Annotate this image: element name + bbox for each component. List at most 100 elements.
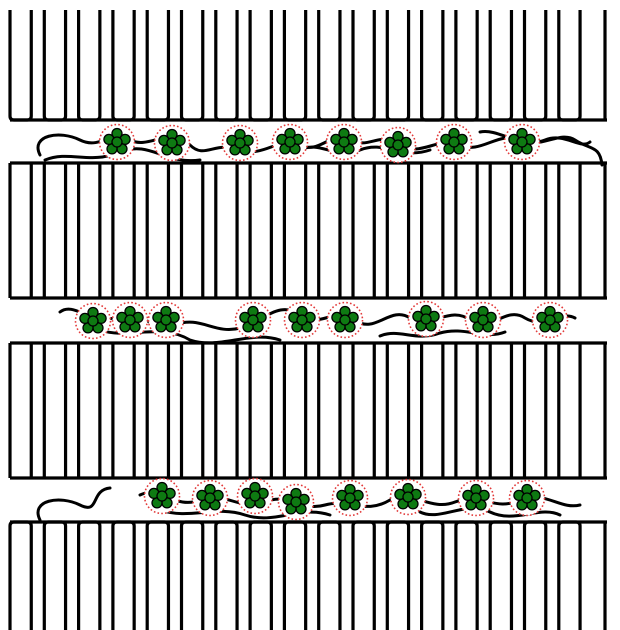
brush-strand xyxy=(353,163,374,298)
brush-strand xyxy=(559,343,580,478)
brush-strand xyxy=(44,343,65,478)
brush-strand xyxy=(250,343,271,478)
brush-strand xyxy=(456,10,477,120)
brush-strand xyxy=(216,343,237,478)
nanoparticle-cluster xyxy=(193,481,228,516)
brush-strand xyxy=(525,10,546,120)
brush-strand xyxy=(113,10,134,120)
brush-strand xyxy=(216,522,237,630)
nanoparticle-cluster xyxy=(459,481,494,516)
particle-bead xyxy=(125,315,135,325)
nanoparticle-cluster xyxy=(223,126,258,161)
particle-bead xyxy=(471,493,481,503)
brush-strand xyxy=(490,522,511,630)
brush-strand xyxy=(113,343,134,478)
brush-strand xyxy=(79,10,100,120)
brush-strand xyxy=(422,343,443,478)
brush-strand xyxy=(250,522,271,630)
brush-strand xyxy=(422,163,443,298)
brush-strand xyxy=(319,343,340,478)
nanoparticle-clusters xyxy=(76,125,568,520)
nanoparticle-cluster xyxy=(333,481,368,516)
particle-bead xyxy=(291,497,301,507)
particle-bead xyxy=(161,315,171,325)
brush-strand xyxy=(113,522,134,630)
brush-strand xyxy=(284,522,305,630)
brush-strand xyxy=(216,10,237,120)
brush-strand xyxy=(79,163,100,298)
particle-bead xyxy=(250,491,260,501)
brush-strand xyxy=(319,163,340,298)
brush-strand xyxy=(250,163,271,298)
nanoparticle-cluster xyxy=(327,125,362,160)
brush-strand xyxy=(456,522,477,630)
nanoparticle-cluster xyxy=(279,485,314,520)
brush-strand xyxy=(10,343,31,478)
brush-strand xyxy=(353,10,374,120)
brush-strand xyxy=(216,163,237,298)
nanoparticle-cluster xyxy=(100,125,135,160)
brush-strand xyxy=(284,10,305,120)
brush-strand xyxy=(490,163,511,298)
brush-strand xyxy=(387,343,408,478)
nanoparticle-cluster xyxy=(533,303,568,338)
particle-bead xyxy=(421,314,431,324)
brush-strand xyxy=(422,522,443,630)
brush-strand xyxy=(79,522,100,630)
particle-bead xyxy=(205,493,215,503)
particle-bead xyxy=(340,315,350,325)
brush-strand xyxy=(284,343,305,478)
nanoparticle-cluster xyxy=(285,303,320,338)
nanoparticle-cluster xyxy=(437,125,472,160)
brush-strand xyxy=(353,522,374,630)
brush-strand xyxy=(10,163,31,298)
brush-layer xyxy=(10,522,607,630)
brush-strand xyxy=(525,522,546,630)
particle-bead xyxy=(522,493,532,503)
brush-strand xyxy=(319,10,340,120)
brush-strand xyxy=(79,343,100,478)
nanoparticle-cluster xyxy=(381,128,416,163)
brush-strand xyxy=(353,343,374,478)
nanoparticle-cluster xyxy=(505,125,540,160)
brush-strand xyxy=(44,10,65,120)
particle-bead xyxy=(478,315,488,325)
particle-bead xyxy=(167,138,177,148)
nanoparticle-cluster xyxy=(466,303,501,338)
brush-strand xyxy=(147,343,168,478)
brush-strand xyxy=(490,10,511,120)
brush-strand xyxy=(10,10,31,120)
particle-bead xyxy=(449,137,459,147)
brush-strand xyxy=(490,343,511,478)
brush-strand xyxy=(387,10,408,120)
nanoparticle-cluster xyxy=(510,481,545,516)
brush-strand xyxy=(387,163,408,298)
particle-bead xyxy=(393,140,403,150)
brush-strand xyxy=(44,522,65,630)
brush-strand xyxy=(284,163,305,298)
brush-strand xyxy=(250,10,271,120)
brush-layer xyxy=(10,343,607,478)
particle-bead xyxy=(345,493,355,503)
particle-bead xyxy=(517,137,527,147)
brush-strand xyxy=(113,163,134,298)
brush-strand xyxy=(147,10,168,120)
nanoparticle-cluster xyxy=(236,303,271,338)
brush-strand xyxy=(10,522,31,630)
nanoparticle-cluster xyxy=(409,302,444,337)
brush-strand xyxy=(422,10,443,120)
nanoparticle-cluster xyxy=(155,126,190,161)
brush-strand xyxy=(456,343,477,478)
brush-strand xyxy=(182,522,203,630)
brush-strand xyxy=(147,522,168,630)
nanoparticle-cluster xyxy=(391,480,426,515)
nanoparticle-cluster xyxy=(273,125,308,160)
brush-strand xyxy=(147,163,168,298)
particle-bead xyxy=(339,137,349,147)
particle-bead xyxy=(235,138,245,148)
brush-strand xyxy=(387,522,408,630)
nanoparticle-cluster xyxy=(76,304,111,339)
nanoparticle-cluster xyxy=(113,303,148,338)
brush-strand xyxy=(559,163,580,298)
